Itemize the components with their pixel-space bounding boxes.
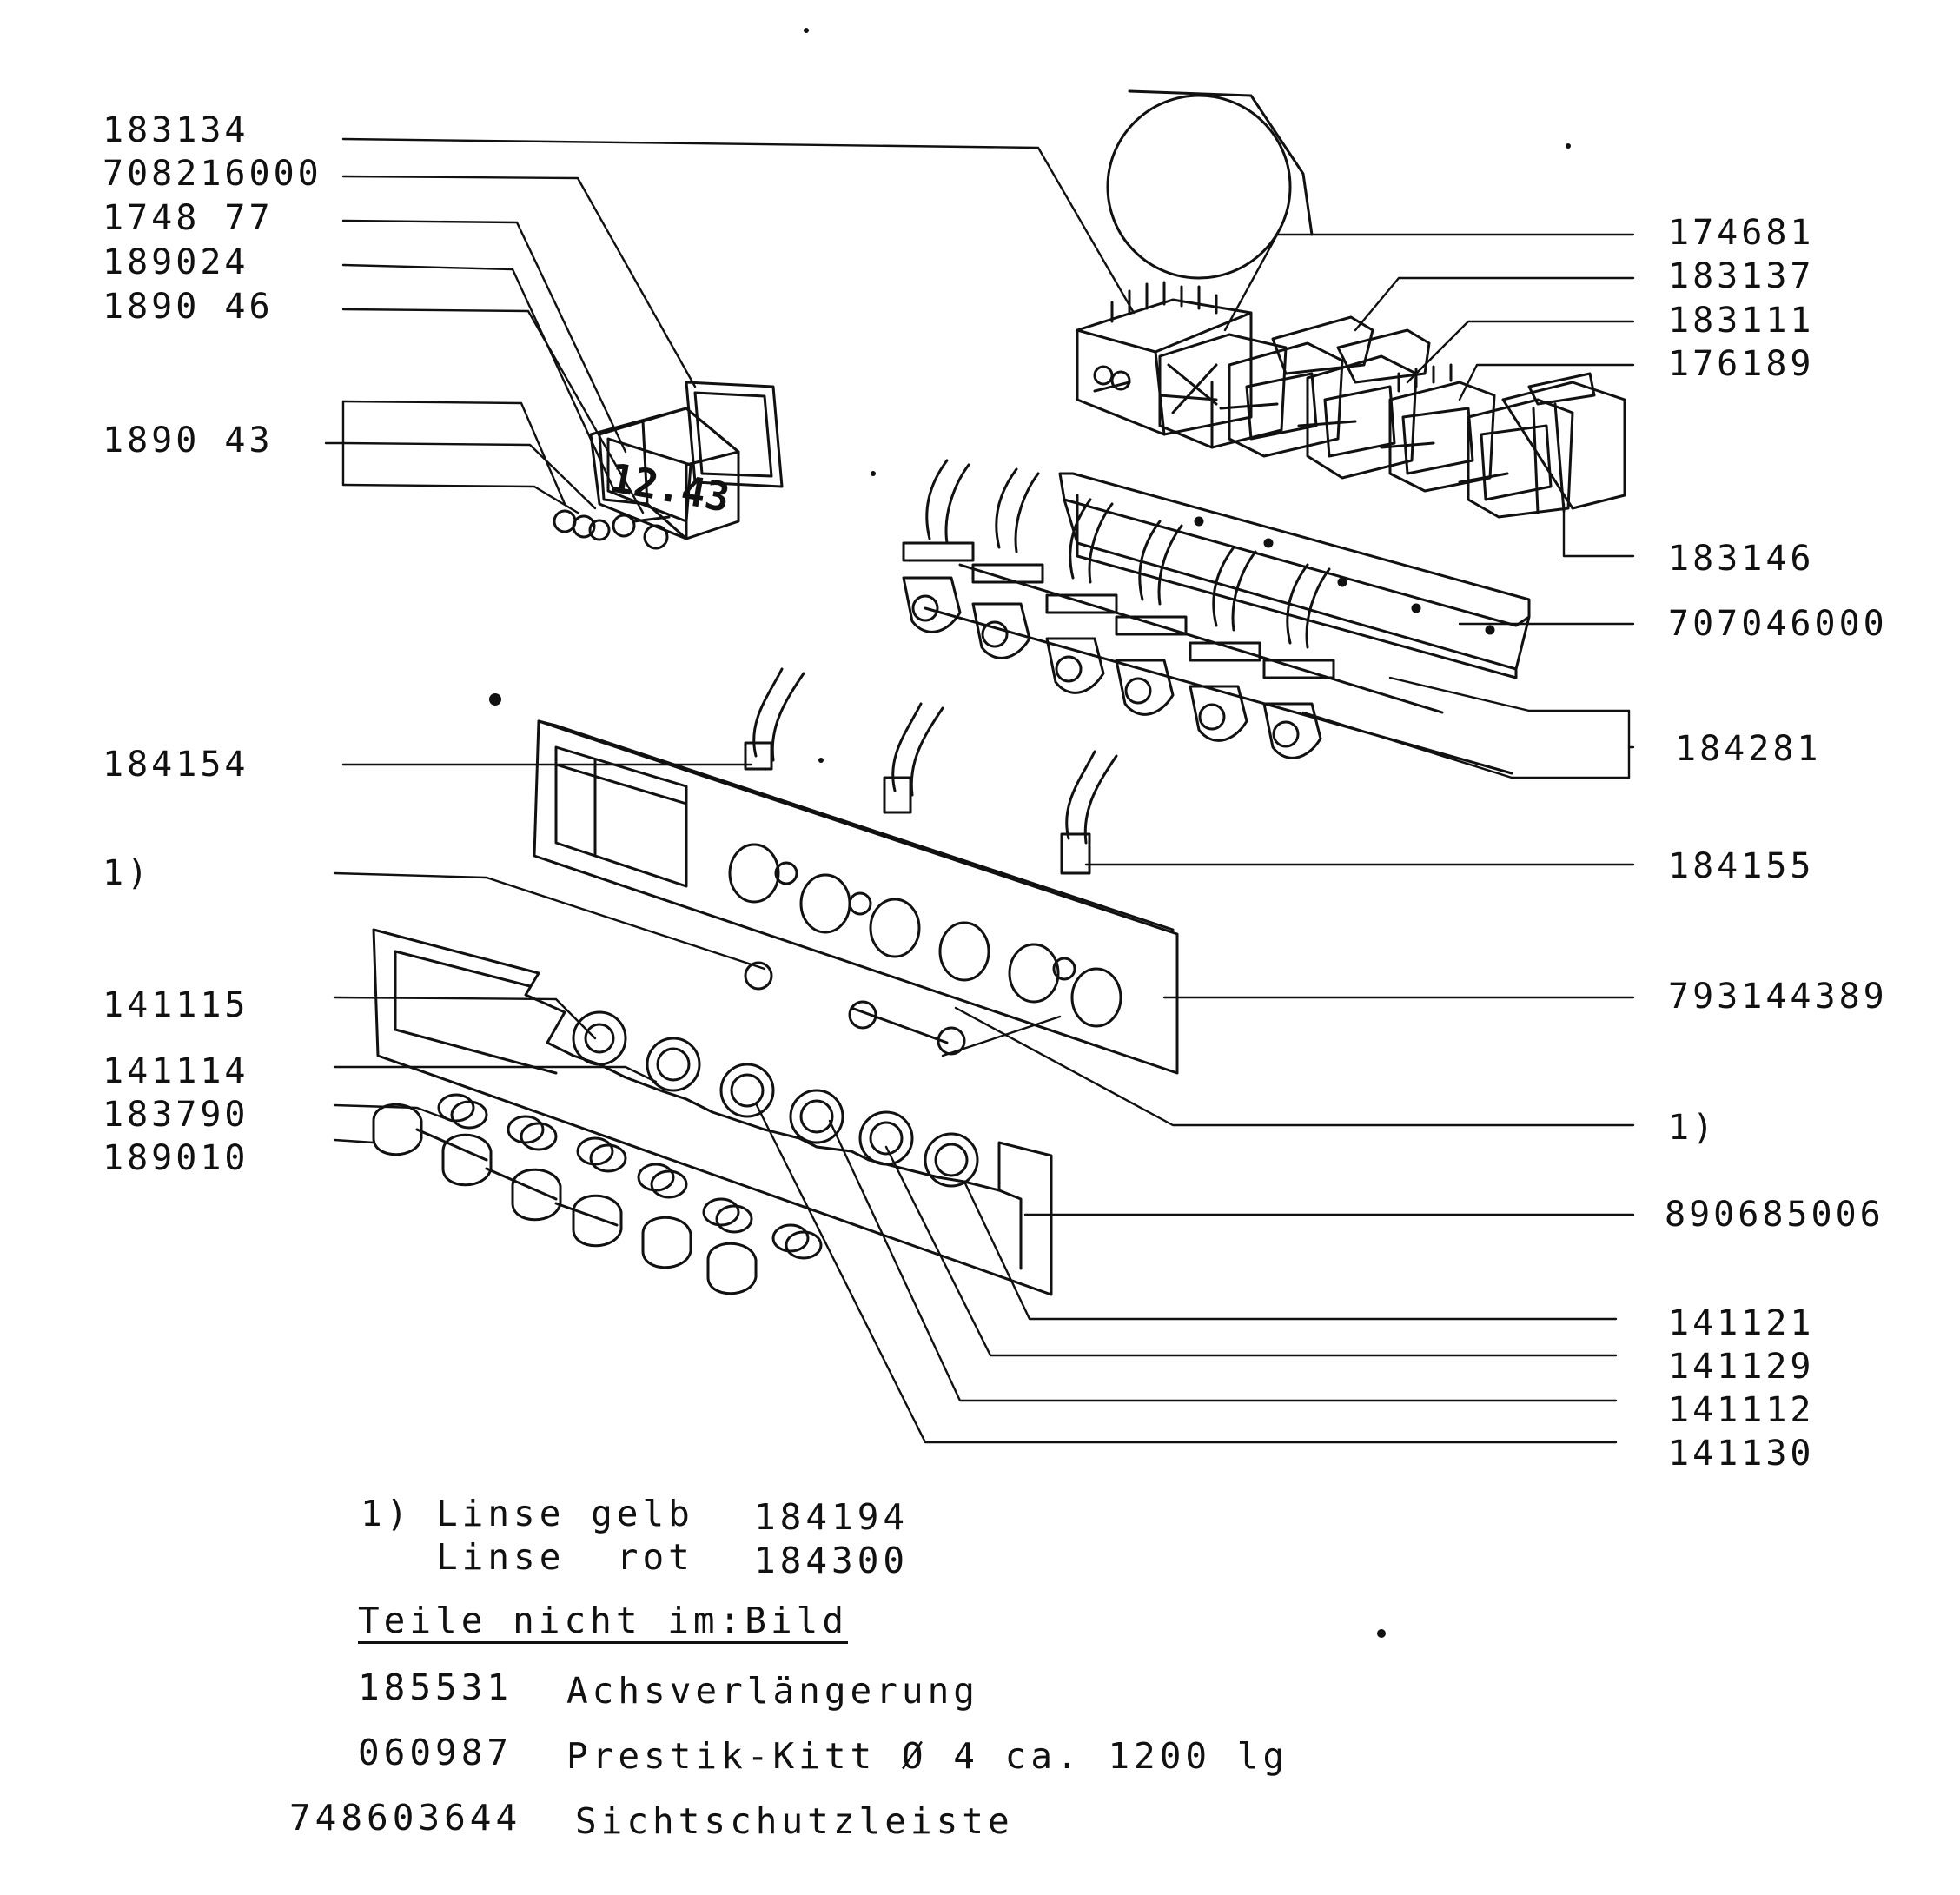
part-label-184281: 184281 — [1675, 729, 1822, 769]
part-label-708216000: 708216000 — [103, 154, 322, 194]
not-pictured-part-1: 185531 — [358, 1666, 513, 1708]
part-label-141129: 141129 — [1668, 1347, 1815, 1387]
spindle-couplers — [372, 1103, 758, 1295]
knob-141130 — [719, 1063, 775, 1118]
springs — [437, 1093, 823, 1260]
knob-141129 — [858, 1110, 914, 1166]
not-pictured-heading: Teile nicht im:Bild — [358, 1600, 848, 1641]
control-panel — [372, 928, 1053, 1296]
not-pictured-desc-2: Prestik-Kitt Ø 4 ca. 1200 lg — [566, 1735, 1289, 1777]
part-label-183790: 183790 — [103, 1095, 249, 1135]
not-pictured-desc-1: Achsverlängerung — [566, 1670, 979, 1712]
part-label-890685006: 890685006 — [1665, 1195, 1884, 1235]
clock-module: 12.43 — [553, 381, 784, 550]
part-label-141130: 141130 — [1668, 1434, 1815, 1474]
footnote-ref-left: 1) — [103, 853, 152, 893]
footnote-lens-red-part: 184300 — [754, 1540, 910, 1581]
part-label-183146: 183146 — [1668, 539, 1815, 579]
part-label-141112: 141112 — [1668, 1390, 1815, 1430]
part-label-141121: 141121 — [1668, 1303, 1815, 1343]
footnote-lens-yellow-part: 184194 — [754, 1496, 910, 1538]
footnote-ref-right: 1) — [1668, 1108, 1718, 1148]
lamp-holders — [902, 459, 1335, 759]
part-label-189043: 1890 43 — [103, 421, 274, 460]
part-label-174877: 1748 77 — [103, 198, 274, 238]
knob-141121 — [924, 1132, 979, 1188]
leader-lines — [324, 137, 1635, 1444]
footnote-lens-red-name: Linse rot — [436, 1536, 694, 1578]
part-label-141114: 141114 — [103, 1051, 249, 1091]
knob-141114 — [646, 1037, 701, 1092]
footnote-marker: 1) — [361, 1493, 413, 1534]
knob-141112 — [789, 1089, 844, 1144]
scan-specks — [489, 28, 1571, 1638]
part-label-184154: 184154 — [103, 745, 249, 785]
not-pictured-desc-3: Sichtschutzleiste — [575, 1800, 1014, 1842]
part-label-184155: 184155 — [1668, 846, 1815, 886]
part-label-141115: 141115 — [103, 985, 249, 1025]
part-label-183111: 183111 — [1668, 301, 1815, 341]
lamp-sockets — [744, 667, 1118, 875]
part-label-176189: 176189 — [1668, 344, 1815, 384]
part-label-793144389: 793144389 — [1668, 977, 1888, 1017]
part-label-707046000: 707046000 — [1668, 604, 1888, 644]
clock-display-readout: 12.43 — [606, 454, 733, 521]
not-pictured-part-3: 748603644 — [289, 1797, 522, 1839]
knob-141115 — [572, 1010, 627, 1066]
part-label-183134: 183134 — [103, 110, 249, 150]
fascia-panel — [533, 719, 1179, 1075]
part-label-174681: 174681 — [1668, 213, 1815, 253]
part-label-189010: 189010 — [103, 1138, 249, 1178]
part-label-189024: 189024 — [103, 242, 249, 282]
mounting-rail — [924, 472, 1531, 775]
part-label-189046: 1890 46 — [103, 287, 274, 327]
part-label-183137: 183137 — [1668, 256, 1815, 296]
not-pictured-part-2: 060987 — [358, 1732, 513, 1773]
footnote-lens-yellow-name: Linse gelb — [436, 1493, 694, 1534]
switch-block — [1076, 89, 1626, 519]
